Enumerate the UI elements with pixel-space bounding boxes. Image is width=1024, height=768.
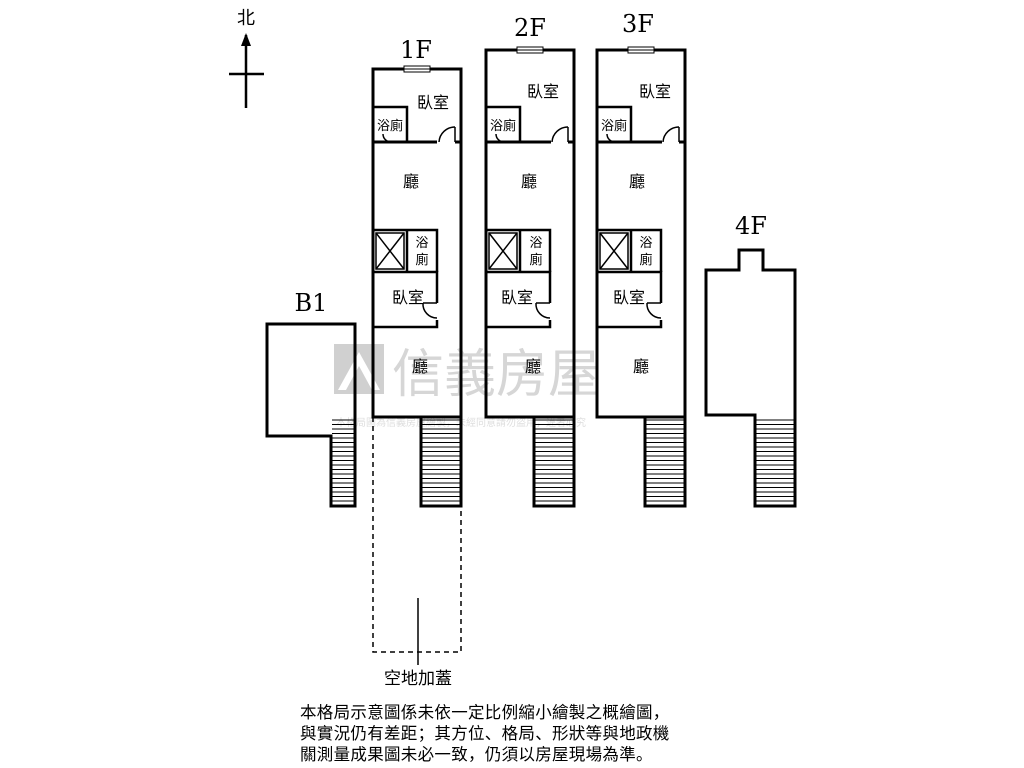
north-arrow-icon: [241, 33, 251, 46]
3f-bedroom-lower-wall: [597, 270, 663, 329]
3f-stair-box: [643, 415, 687, 508]
disclaimer-line-2: 與實況仍有差距；其方位、格局、形狀等與地政機: [300, 724, 670, 743]
3f-door-icon: [662, 126, 680, 143]
windows: [403, 46, 655, 73]
floor-1f-label: 1F: [400, 36, 432, 64]
yard-dashed-outline: [372, 417, 462, 653]
2f-stair-box: [532, 415, 576, 508]
3f-living-upper-label: 廳: [629, 172, 645, 191]
yard-label: 空地加蓋: [384, 669, 452, 689]
watermark: 信義房屋 本格局圖為信義房屋繪製，未經同意請勿盜用，違者必究: [334, 344, 600, 429]
2f-shaft-icon: [488, 232, 518, 270]
1f-wall-mid: [373, 228, 439, 272]
3f-bath-upper-label: 浴廁: [601, 118, 627, 134]
3f-bath-mid-label-toilet: 廁: [639, 252, 652, 268]
2f-living-upper-label: 廳: [521, 172, 537, 191]
2f-bath-mid-label-bath: 浴: [529, 236, 542, 251]
disclaimer-text: 本格局示意圖係未依一定比例縮小繪製之概繪圖， 與實況仍有差距；其方位、格局、形狀…: [300, 702, 720, 765]
floor-4f-label: 4F: [735, 212, 767, 240]
floor-4f: [704, 248, 797, 508]
doors: [382, 126, 680, 319]
disclaimer-line-3: 關測量成果圖未必一致，仍須以房屋現場為準。: [300, 745, 653, 764]
1f-bedroom-upper-label: 臥室: [417, 93, 449, 112]
1f-stair-box: [419, 415, 463, 508]
2f-bath-upper-wall: [486, 105, 522, 142]
floor-3f: [595, 48, 687, 508]
1f-bedroom-lower-wall: [373, 270, 439, 329]
b1-stair-treads: [332, 419, 354, 502]
brand-logo-icon: [334, 344, 384, 394]
2f-bedroom-upper-label: 臥室: [527, 82, 559, 101]
1f-bath-door-icon: [382, 133, 392, 143]
1f-bedroom-door-icon: [422, 302, 438, 319]
disclaimer-line-1: 本格局示意圖係未依一定比例縮小繪製之概繪圖，: [300, 703, 670, 722]
shafts: [375, 232, 629, 270]
b1-outline: [265, 322, 357, 508]
floor-3f-label: 3F: [622, 10, 654, 38]
2f-bedroom-lower-label: 臥室: [501, 288, 533, 307]
floor-b1: [265, 322, 357, 508]
2f-stair-treads: [535, 419, 573, 502]
2f-wall-mid: [486, 228, 552, 272]
3f-bath-upper-wall: [597, 105, 633, 142]
1f-living-upper-label: 廳: [403, 172, 419, 191]
2f-bath-door-icon: [495, 133, 505, 143]
watermark-brand: 信義房屋: [392, 345, 600, 405]
floor-2f: [484, 48, 576, 508]
floor-b1-label: B1: [295, 289, 328, 317]
3f-bedroom-door-icon: [646, 302, 662, 319]
3f-bath-door-icon: [606, 133, 616, 143]
2f-window: [516, 46, 544, 54]
1f-living-lower-label: 廳: [412, 357, 428, 376]
1f-window: [403, 65, 431, 73]
2f-door-icon: [551, 126, 569, 143]
1f-bath-upper-wall: [373, 105, 409, 142]
1f-bedroom-lower-label: 臥室: [392, 288, 424, 307]
3f-bedroom-upper-label: 臥室: [639, 82, 671, 101]
3f-bath-mid-label-bath: 浴: [639, 236, 652, 251]
floor-2f-label: 2F: [514, 14, 546, 42]
3f-stair-treads: [646, 419, 684, 502]
1f-door-icon: [438, 126, 456, 143]
3f-wall-mid: [597, 228, 663, 272]
3f-bedroom-lower-label: 臥室: [613, 288, 645, 307]
2f-bath-upper-label: 浴廁: [490, 118, 516, 134]
1f-bath-upper-label: 浴廁: [377, 118, 403, 134]
2f-living-lower-label: 廳: [525, 357, 541, 376]
3f-shaft-icon: [599, 232, 629, 270]
4f-stair-treads: [756, 419, 794, 502]
north-label: 北: [237, 8, 255, 29]
1f-stair-treads: [422, 419, 460, 502]
1f-shaft-icon: [375, 232, 405, 270]
2f-bath-mid-label-toilet: 廁: [529, 252, 542, 268]
stairs: [332, 419, 794, 502]
north-compass: 北: [229, 8, 264, 108]
2f-bedroom-door-icon: [535, 302, 551, 319]
1f-bath-mid-label-bath: 浴: [415, 236, 428, 251]
4f-outline: [704, 248, 797, 508]
1f-bath-mid-label-toilet: 廁: [415, 252, 428, 268]
3f-window: [627, 46, 655, 54]
floor-1f: [371, 67, 463, 665]
3f-living-lower-label: 廳: [633, 357, 649, 376]
2f-bedroom-lower-wall: [486, 270, 552, 329]
